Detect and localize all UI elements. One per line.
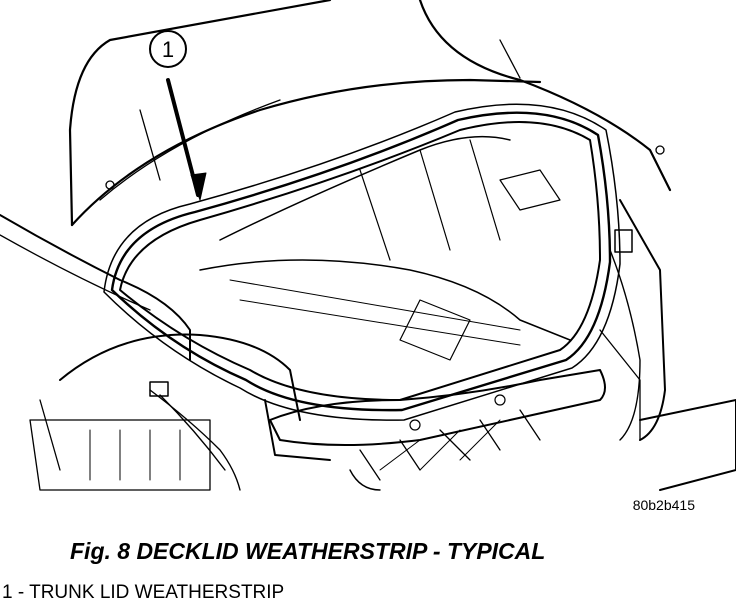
- right-quarter-panel: [599, 199, 736, 491]
- open-decklid: [68, 0, 672, 227]
- decklid-weatherstrip-illustration: 1 80b2b415: [0, 0, 736, 513]
- trunk-lid-weatherstrip: [103, 103, 621, 421]
- left-quarter-panel: [0, 214, 301, 491]
- legend-item-1: 1 - TRUNK LID WEATHERSTRIP: [2, 582, 285, 603]
- figure-id: 80b2b415: [633, 497, 696, 513]
- trunk-interior: [199, 135, 571, 361]
- wiring-harness: [149, 229, 641, 491]
- callout-1: [149, 30, 207, 201]
- figure-caption: Fig. 8 DECKLID WEATHERSTRIP - TYPICAL: [70, 538, 546, 564]
- rear-body-panel: [264, 369, 606, 481]
- callout-number: 1: [162, 37, 174, 62]
- trunk-opening-flange: [119, 121, 601, 401]
